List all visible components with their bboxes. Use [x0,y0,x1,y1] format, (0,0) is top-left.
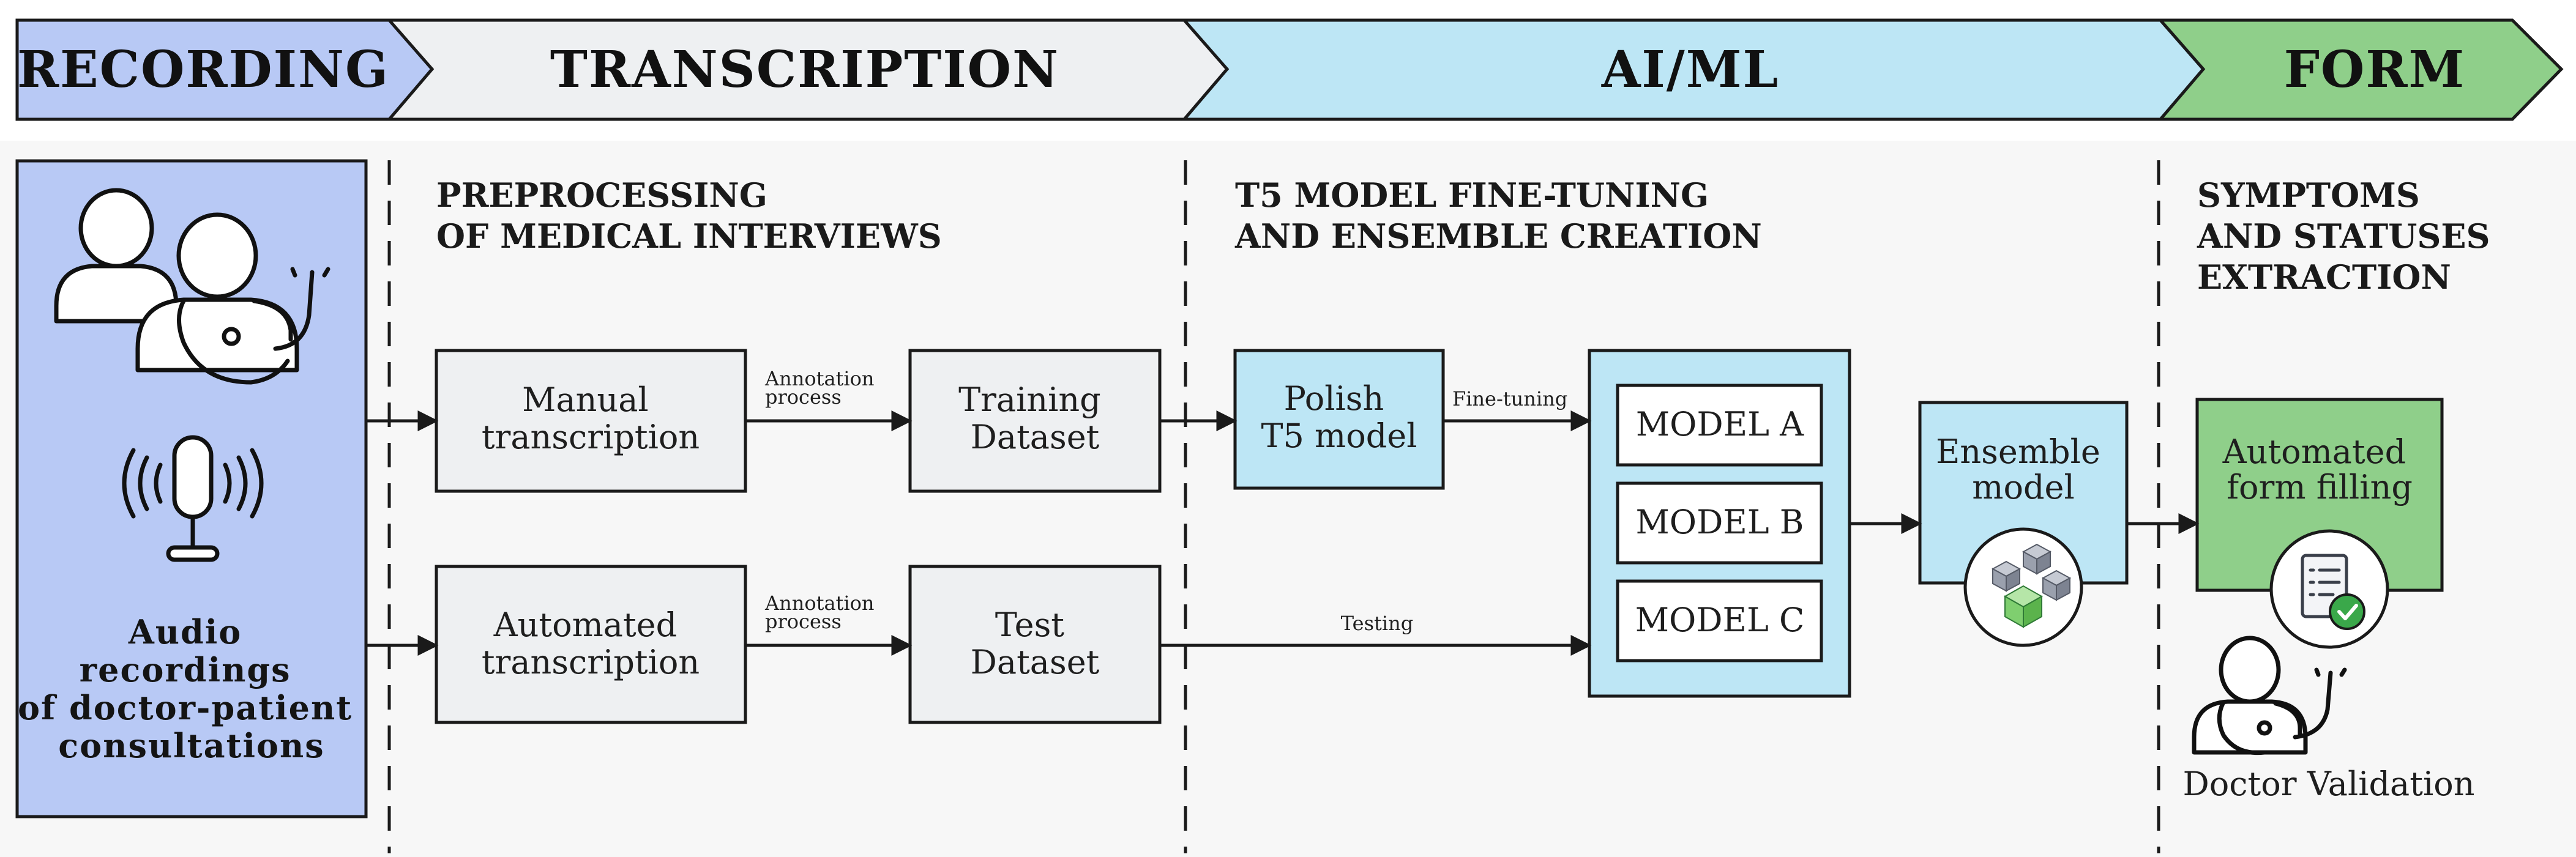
stage-header: RECORDING TRANSCRIPTION AI/ML FORM [15,18,2564,121]
section-extraction-line-1: SYMPTOMS [2197,176,2420,215]
form-line-1: Automated [2222,432,2406,471]
automated-form-filling-box: Automated form filling [2195,398,2444,649]
ensemble-line-2: model [1972,468,2075,506]
audio-label-line-4: consultations [58,726,324,765]
svg-text:Ensemble model: Ensemble model [1936,432,2111,506]
annotation-bottom-line-1: Annotation [764,592,875,615]
test-line-2: Dataset [971,643,1100,681]
doctor-patient-icon [54,188,330,385]
section-finetuning-heading: T5 MODEL FINE-TUNING AND ENSEMBLE CREATI… [1234,176,1762,256]
section-finetuning-line-2: AND ENSEMBLE CREATION [1234,217,1762,256]
automated-transcription-box: Automated transcription [435,565,747,724]
svg-text:Automated form filling: Automated form filling [2222,432,2417,506]
form-checklist-icon [2269,529,2389,649]
section-preprocessing-heading: PREPROCESSING OF MEDICAL INTERVIEWS [436,176,942,256]
edge-label-annotation-top: Annotation process [764,367,881,409]
stage-transcription-label: TRANSCRIPTION [550,40,1059,99]
audio-recordings-label: Audio recordings of doctor-patient consu… [18,612,365,765]
ensemble-model-box: Ensemble model [1918,401,2129,647]
svg-text:Test Dataset: Test Dataset [971,606,1100,681]
audio-label-line-3: of doctor-patient [18,688,353,727]
training-line-1: Training [958,380,1101,419]
t5-line-2: T5 model [1261,417,1417,455]
diagram-background [0,141,2576,857]
cubes-icon [1963,527,2083,647]
svg-text:Training Dataset: Training Dataset [958,380,1111,456]
stage-recording-label: RECORDING [17,40,389,99]
automated-line-1: Automated [493,606,678,644]
models-group-box: MODEL A MODEL B MODEL C [1588,349,1851,698]
section-extraction-line-2: AND STATUSES [2197,217,2490,256]
svg-text:Manual transcription: Manual transcription [482,380,700,456]
svg-text:Automated transcription: Automated transcription [482,606,700,681]
section-extraction-line-3: EXTRACTION [2197,258,2451,297]
section-finetuning-line-1: T5 MODEL FINE-TUNING [1235,176,1709,215]
flow-arrows [366,410,2200,656]
manual-line-1: Manual [522,380,649,419]
stage-form-banner [2157,18,2564,121]
audio-label-line-2: recordings [80,650,291,689]
stage-separators [387,160,2160,853]
edge-label-finetuning: Fine-tuning [1452,387,1567,410]
model-c-label: MODEL C [1635,601,1805,639]
test-line-1: Test [995,606,1064,644]
doctor-icon [2192,636,2347,755]
t5-line-1: Polish [1284,379,1384,418]
test-dataset-box: Test Dataset [908,565,1162,724]
edge-label-annotation-bottom: Annotation process [764,592,881,633]
stage-aiml-label: AI/ML [1601,40,1779,99]
manual-line-2: transcription [482,418,700,456]
annotation-bottom-line-2: process [765,610,842,633]
section-preprocessing-line-2: OF MEDICAL INTERVIEWS [436,217,942,256]
annotation-top-line-1: Annotation [764,367,875,390]
recording-panel: Audio recordings of doctor-patient consu… [15,159,368,818]
ensemble-line-1: Ensemble [1936,432,2100,471]
training-line-2: Dataset [971,418,1100,456]
polish-t5-model-box: Polish T5 model [1233,349,1445,490]
svg-text:Polish T5 model: Polish T5 model [1261,379,1417,455]
section-preprocessing-line-1: PREPROCESSING [436,176,767,215]
annotation-top-line-2: process [765,385,842,409]
stage-form-label: FORM [2284,40,2466,99]
doctor-validation-label: Doctor Validation [2182,765,2474,803]
model-c-box [1616,579,1823,662]
microphone-icon [122,435,264,562]
audio-label-line-1: Audio [128,612,242,651]
model-b-label: MODEL B [1636,503,1804,541]
section-extraction-heading: SYMPTOMS AND STATUSES EXTRACTION [2197,176,2501,297]
training-dataset-box: Training Dataset [908,349,1162,493]
model-b-box [1616,481,1823,565]
manual-transcription-box: Manual transcription [435,349,747,493]
form-line-2: form filling [2227,468,2413,506]
model-a-label: MODEL A [1636,405,1804,443]
model-a-box [1616,384,1823,467]
automated-line-2: transcription [482,643,700,681]
edge-label-testing: Testing [1341,612,1413,635]
